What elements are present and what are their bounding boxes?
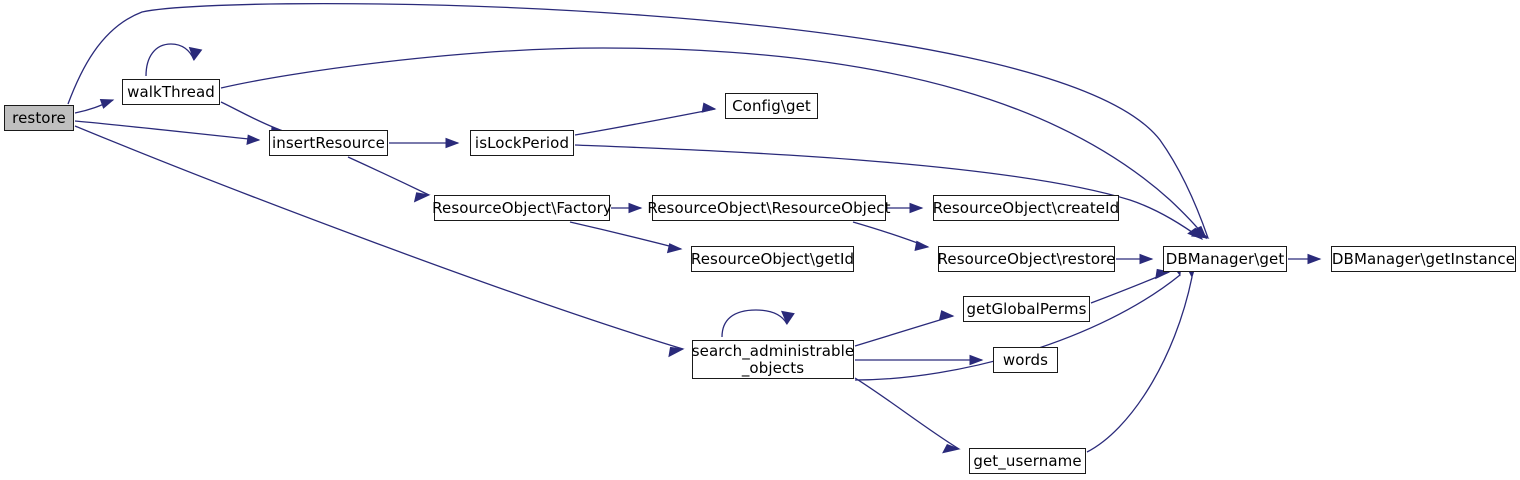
edge-searchAdministrableObjects-self-loop [721, 309, 795, 338]
graph-node-label: insertResource [272, 133, 385, 152]
arrowhead [1190, 228, 1210, 239]
arrowhead [909, 202, 924, 214]
arrowhead [780, 310, 795, 326]
arrowhead [99, 98, 115, 109]
arrowhead [445, 137, 460, 149]
arrowhead [914, 240, 930, 251]
graph-node-label: words [1002, 350, 1049, 369]
graph-node-roGetId[interactable]: ResourceObject\getId [691, 246, 854, 272]
graph-node-configGet[interactable]: Config\get [725, 93, 818, 119]
arrowhead [246, 134, 261, 145]
graph-node-insertResource[interactable]: insertResource [269, 130, 388, 156]
edge-walkThread-self-loop [145, 43, 203, 77]
graph-node-label: DBManager\getInstance [1331, 249, 1516, 268]
graph-node-walkThread[interactable]: walkThread [122, 79, 220, 105]
arrowhead [188, 46, 203, 62]
graph-node-label: isLockPeriod [474, 133, 570, 152]
edge-restore-to-insertResource [74, 120, 261, 145]
graph-node-label: ResourceObject\createId [932, 198, 1120, 217]
graph-node-label: ResourceObject\restore [937, 249, 1116, 268]
edge-insertResource-to-roFactory [347, 156, 431, 203]
graph-node-dbManagerGetInstance[interactable]: DBManager\getInstance [1331, 246, 1516, 272]
arrowhead [413, 192, 431, 203]
edge-roResourceObject-to-roCreateId [887, 202, 924, 214]
edge-searchAdministrableObjects-to-getUsername [854, 377, 961, 454]
graph-node-roFactory[interactable]: ResourceObject\Factory [432, 195, 612, 221]
graph-node-label: get_username [973, 451, 1082, 470]
arrowhead [1187, 227, 1204, 241]
graph-node-roCreateId[interactable]: ResourceObject\createId [933, 195, 1119, 221]
graph-node-label: ResourceObject\getId [690, 249, 855, 268]
arrowhead [942, 443, 961, 454]
graph-node-label: DBManager\get [1165, 249, 1285, 268]
edge-roFactory-to-roGetId [569, 221, 683, 254]
graph-node-restore[interactable]: restore [4, 105, 74, 131]
graph-node-roRestore[interactable]: ResourceObject\restore [938, 246, 1115, 272]
graph-node-isLockPeriod[interactable]: isLockPeriod [470, 130, 574, 156]
graph-node-words[interactable]: words [993, 347, 1058, 373]
graph-node-getUsername[interactable]: get_username [969, 448, 1086, 474]
edge-roFactory-to-roResourceObject [611, 202, 643, 214]
edge-searchAdministrableObjects-to-words [855, 354, 984, 366]
arrowhead [969, 354, 984, 366]
edge-isLockPeriod-to-configGet [574, 102, 717, 136]
graph-node-label: restore [12, 108, 66, 127]
arrowhead [1307, 253, 1322, 265]
edge-roRestore-to-dbManagerGet [1116, 253, 1154, 265]
arrowhead [938, 310, 955, 321]
graph-node-getGlobalPerms[interactable]: getGlobalPerms [963, 296, 1090, 322]
arrowhead [666, 243, 683, 254]
edge-getUsername-to-dbManagerGet [1086, 264, 1197, 453]
graph-node-dbManagerGet[interactable]: DBManager\get [1163, 246, 1287, 272]
edge-insertResource-to-isLockPeriod [389, 137, 460, 149]
edge-isLockPeriod-to-dbManagerGet [574, 144, 1204, 241]
graph-node-label: ResourceObject\Factory [432, 198, 612, 217]
graph-node-label: search_administrable _objects [691, 341, 855, 377]
graph-node-label: getGlobalPerms [966, 299, 1087, 318]
graph-node-roResourceObject[interactable]: ResourceObject\ResourceObject [647, 195, 891, 221]
edge-getGlobalPerms-to-dbManagerGet [1090, 268, 1171, 304]
edge-searchAdministrableObjects-to-getGlobalPerms [854, 310, 955, 347]
arrowhead [701, 102, 717, 113]
arrowhead [668, 346, 685, 358]
graph-node-searchAdministrableObjects[interactable]: search_administrable _objects [692, 340, 854, 379]
arrowhead [1139, 253, 1154, 265]
arrowhead [628, 202, 643, 214]
edge-dbManagerGet-to-dbManagerGetInstance [1288, 253, 1322, 265]
graph-node-label: walkThread [127, 82, 215, 101]
arrowhead [1191, 225, 1208, 240]
edge-roResourceObject-to-roRestore [852, 221, 930, 251]
edge-restore-to-searchAdministrableObjects [74, 125, 685, 358]
graph-node-label: Config\get [732, 96, 811, 115]
edge-restore-to-walkThread [74, 98, 115, 114]
graph-node-label: ResourceObject\ResourceObject [647, 198, 891, 217]
